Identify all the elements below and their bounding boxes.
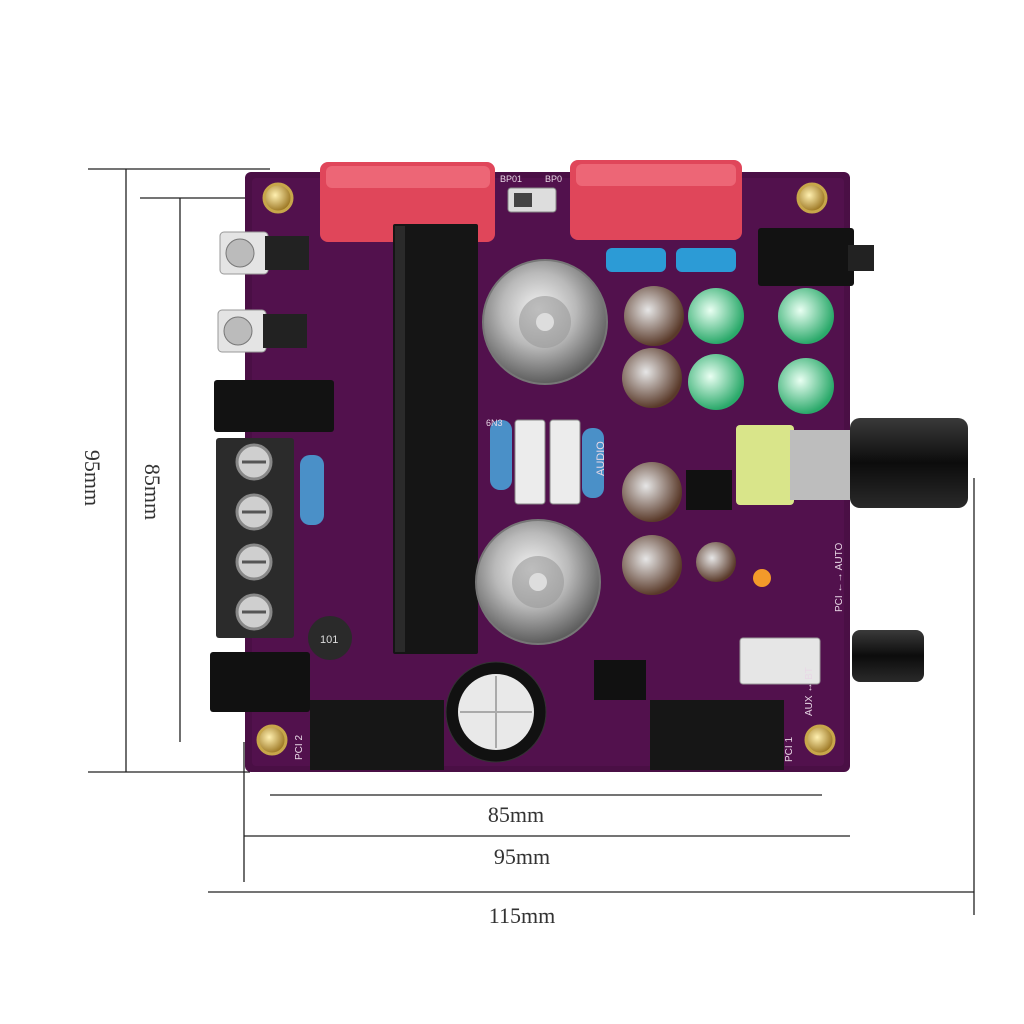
electrolytic-capacitor — [622, 462, 682, 522]
potentiometer — [736, 425, 794, 505]
dim-height-outer: 95mm — [80, 449, 105, 507]
mounting-screw — [796, 182, 828, 214]
pin-header — [650, 700, 784, 770]
dc-jack — [210, 652, 310, 712]
electrolytic-capacitor — [622, 348, 682, 408]
dim-width-board: 95mm — [493, 844, 551, 869]
label-inductor: 101 — [320, 634, 338, 646]
label-bp01: BP01 — [500, 174, 522, 184]
inductor — [308, 616, 352, 660]
switch-knob — [852, 630, 924, 682]
mounting-screw — [804, 724, 836, 756]
label-audio: AUDIO — [595, 441, 607, 476]
label-pci-auto: PCI ←→ AUTO — [834, 543, 845, 612]
electrolytic-capacitor — [778, 288, 834, 344]
blue-capacitor — [676, 248, 736, 272]
mounting-screw — [256, 724, 288, 756]
label-bp0: BP0 — [545, 174, 562, 184]
pin-header — [310, 700, 444, 770]
screw-terminal — [216, 438, 294, 638]
dimension-lines — [88, 168, 975, 915]
amplifier-board: BP01 BP0 — [210, 160, 968, 772]
dim-width-overall: 115mm — [488, 903, 556, 928]
electrolytic-capacitor — [688, 288, 744, 344]
blue-capacitor — [606, 248, 666, 272]
label-tube: 6N3 — [486, 418, 503, 428]
label-pci1: PCI 1 — [784, 737, 795, 762]
electrolytic-capacitor — [622, 535, 682, 595]
label-aux-bt: AUX ↔ BT — [804, 667, 815, 716]
volume-knob — [850, 418, 968, 508]
label-pci2: PCI 2 — [294, 735, 305, 760]
electrolytic-capacitor — [688, 354, 744, 410]
dim-width-inner: 85mm — [487, 802, 545, 827]
electrolytic-capacitor — [696, 542, 736, 582]
heatsink — [393, 224, 478, 654]
mounting-screw — [262, 182, 294, 214]
electrolytic-capacitor — [624, 286, 684, 346]
dim-height-inner: 85mm — [140, 463, 165, 521]
electrolytic-capacitor — [778, 358, 834, 414]
